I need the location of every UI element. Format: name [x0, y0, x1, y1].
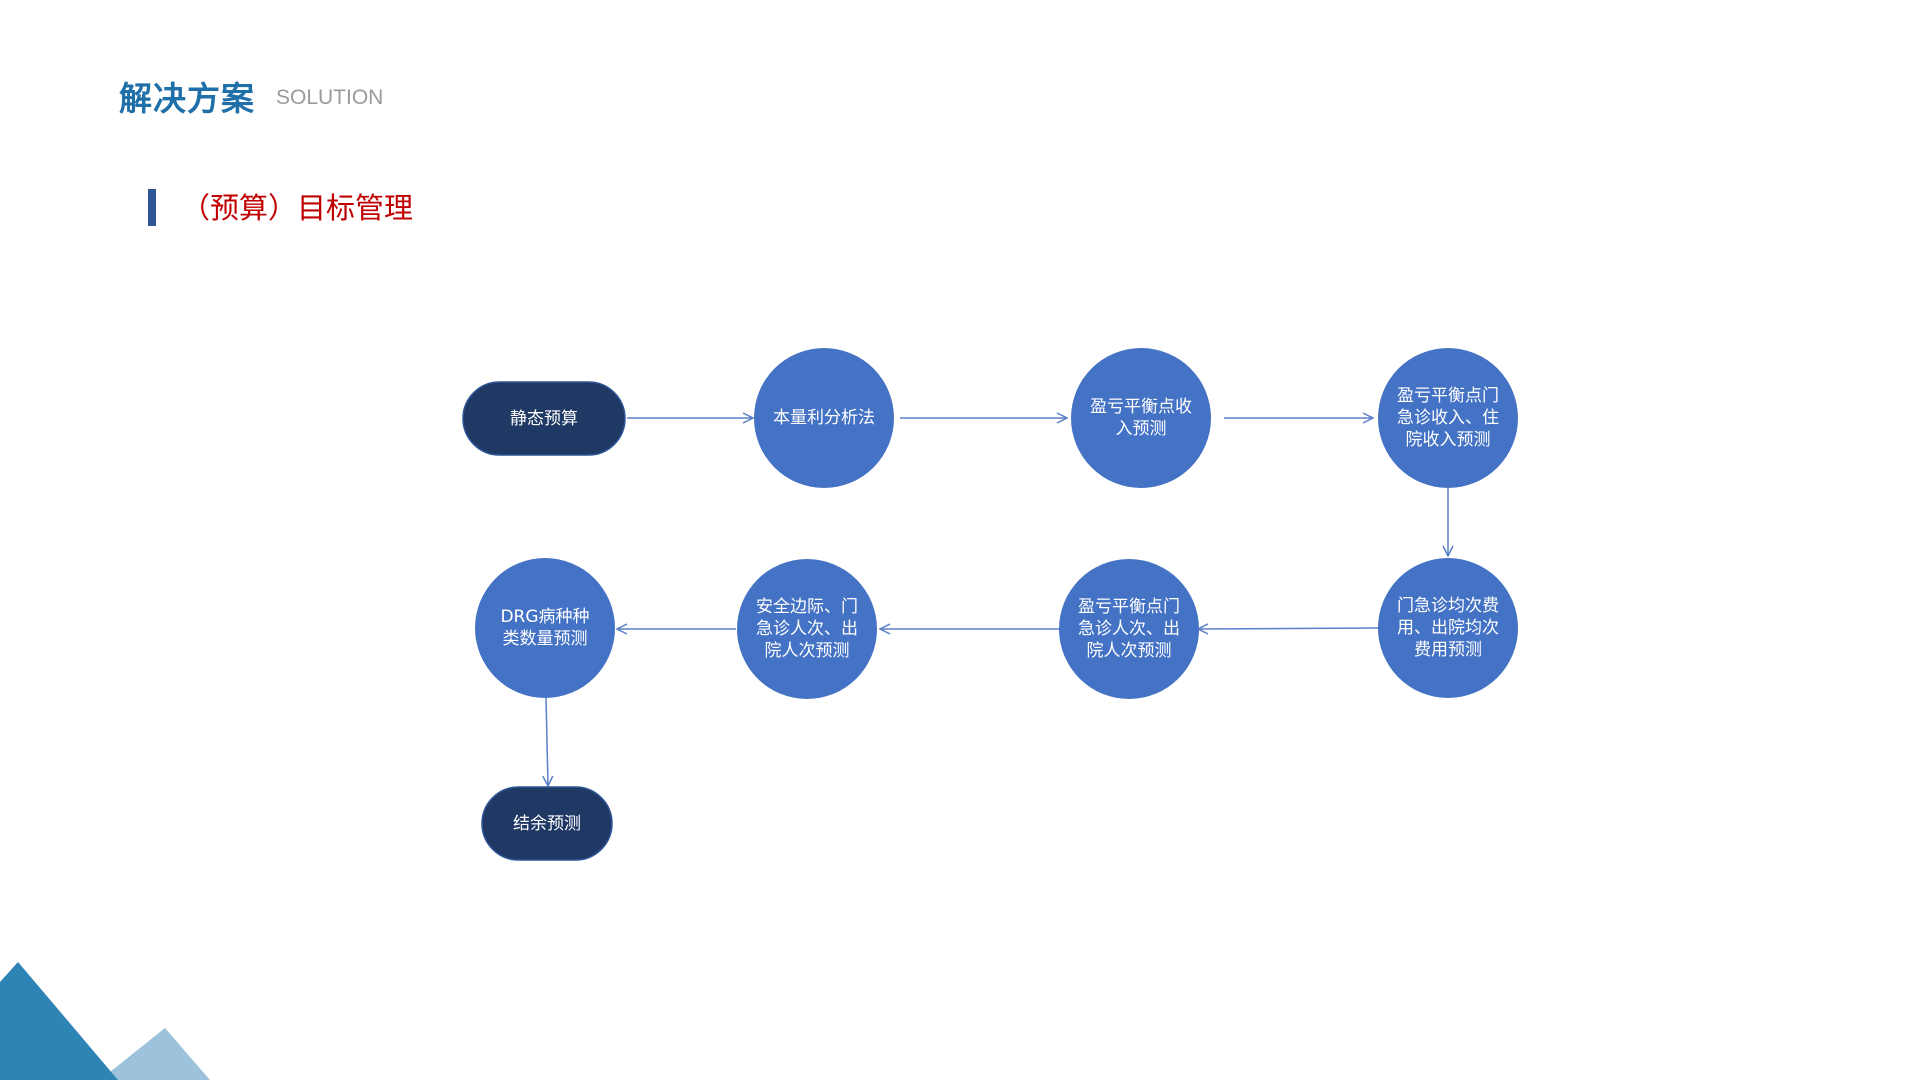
flow-arrow-n8-n9	[546, 696, 548, 786]
page-subtitle: SOLUTION	[276, 86, 384, 109]
node-surplus-forecast: 结余预测	[513, 813, 581, 834]
node-breakeven-outpatient-inpatient-revenue: 盈亏平衡点门急诊收入、住院收入预测	[1397, 386, 1499, 450]
node-cvp-analysis-shape	[754, 348, 894, 488]
section-title: （预算）目标管理	[181, 191, 414, 225]
node-breakeven-visits: 盈亏平衡点门急诊人次、出院人次预测	[1078, 597, 1180, 661]
node-safety-margin-shape	[737, 559, 877, 699]
node-breakeven-outpatient-inpatient-revenue-shape	[1378, 348, 1518, 488]
node-cvp-analysis: 本量利分析法	[773, 408, 875, 428]
node-drg-count: DRG病种种类数量预测	[500, 607, 590, 649]
node-static-budget-shape	[462, 381, 626, 456]
mountain-dark-shape	[0, 962, 118, 1080]
node-average-cost-shape	[1378, 558, 1518, 698]
mountain-light-shape	[100, 1028, 210, 1080]
node-safety-margin: 安全边际、门急诊人次、出院人次预测	[756, 597, 858, 661]
node-breakeven-revenue: 盈亏平衡点收入预测	[1090, 397, 1192, 439]
node-breakeven-revenue-shape	[1071, 348, 1211, 488]
node-surplus-forecast-shape	[481, 786, 613, 861]
section-accent-bar	[148, 189, 156, 226]
page-title: 解决方案	[119, 79, 255, 118]
node-average-cost: 门急诊均次费用、出院均次费用预测	[1397, 596, 1499, 660]
node-breakeven-visits-shape	[1059, 559, 1199, 699]
node-static-budget: 静态预算	[510, 408, 578, 429]
node-drg-count-shape	[475, 558, 615, 698]
flow-arrow-n5-n6	[1198, 628, 1379, 629]
